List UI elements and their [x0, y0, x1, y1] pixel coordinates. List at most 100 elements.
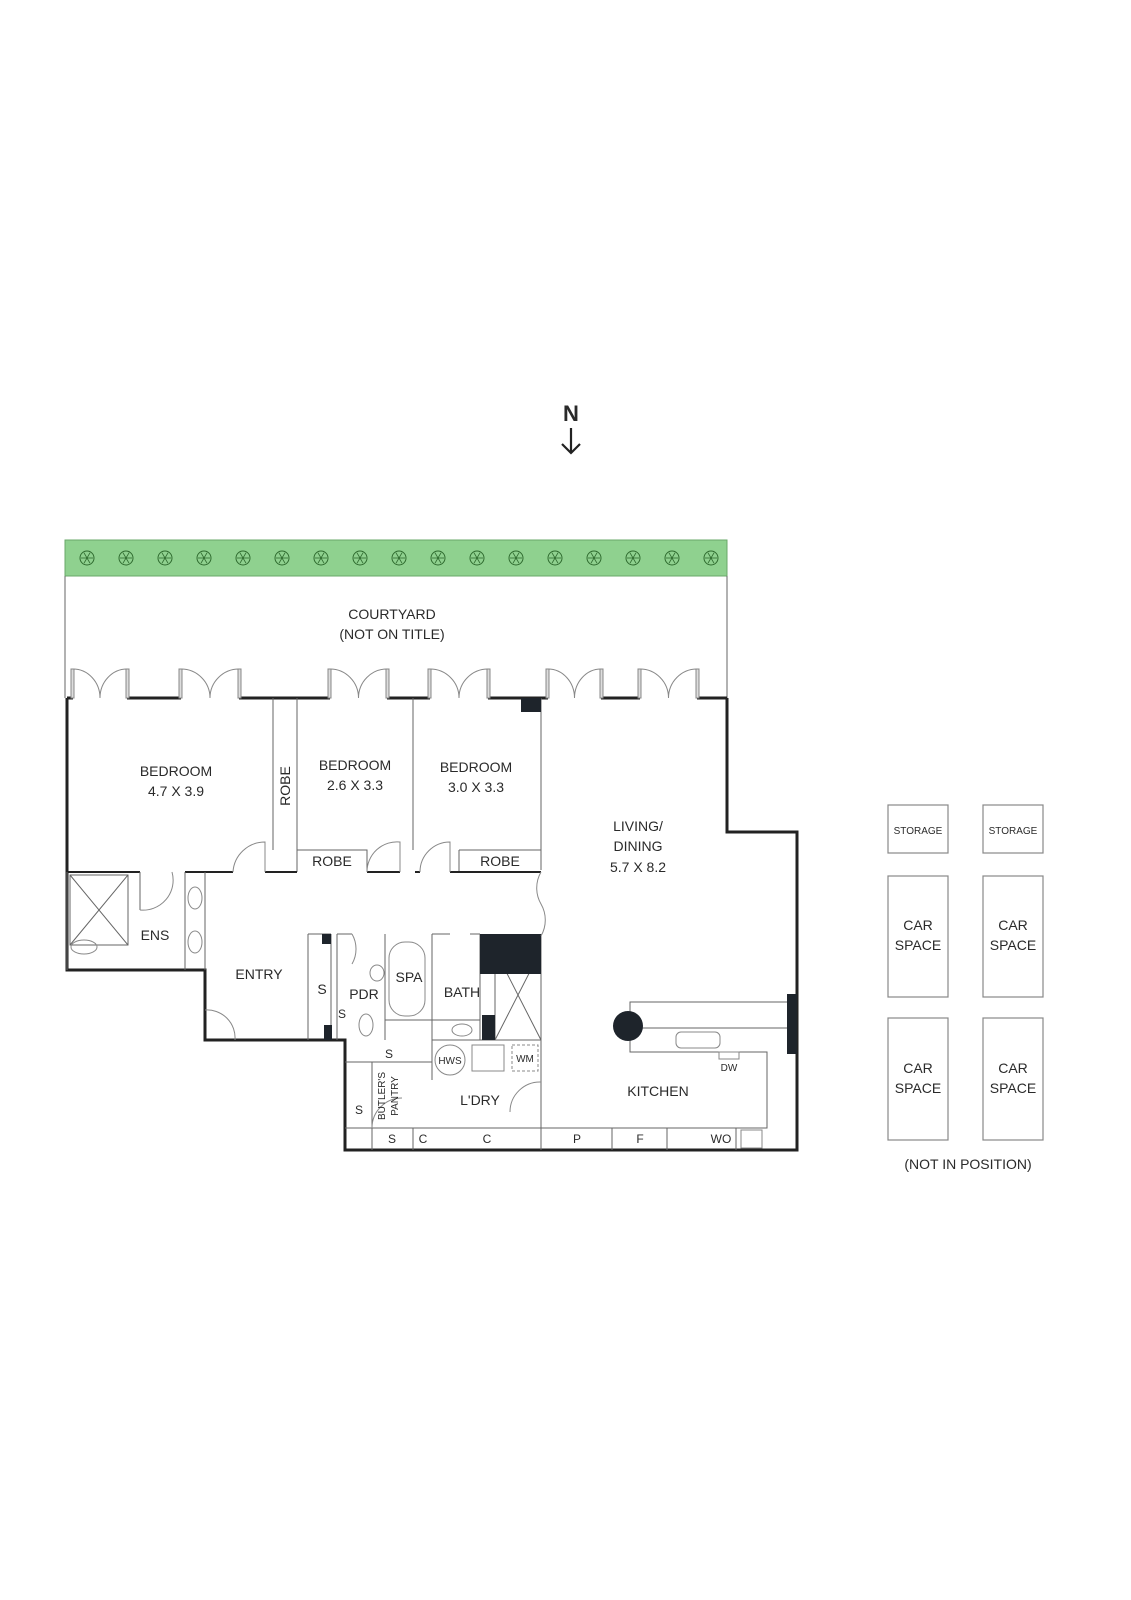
living-dims: 5.7 X 8.2: [610, 859, 666, 875]
living-label: LIVING/: [613, 818, 663, 834]
pdr-label: PDR: [349, 986, 379, 1002]
kitchen-label: KITCHEN: [627, 1083, 688, 1099]
storage-s1-label: S: [317, 981, 326, 997]
sink-icon: [471, 1044, 505, 1072]
tree-icon: [625, 550, 641, 566]
car-space-label: SPACE: [895, 1080, 941, 1096]
entry-label: ENTRY: [235, 966, 283, 982]
storage-top-label: S: [385, 1047, 393, 1061]
dishwasher-icon: [718, 1051, 740, 1060]
cabinet-c-label: C: [419, 1132, 428, 1146]
french-door-icon: [547, 668, 602, 699]
car-space-label: SPACE: [895, 937, 941, 953]
north-letter: N: [563, 401, 579, 426]
tree-icon: [157, 550, 173, 566]
tree-icon: [274, 550, 290, 566]
spa-label: SPA: [396, 969, 424, 985]
storage-s2-label: S: [338, 1007, 346, 1021]
interior-walls: [66, 698, 797, 1150]
dw-label: DW: [721, 1063, 738, 1074]
robe2-label: ROBE: [312, 853, 352, 869]
room-labels: BEDROOM 4.7 X 3.9 BEDROOM 2.6 X 3.3 BEDR…: [140, 757, 738, 1146]
robe3-label: ROBE: [480, 853, 520, 869]
garden-strip: [64, 539, 728, 577]
laundry-label: L'DRY: [460, 1092, 500, 1108]
car-space: [982, 1017, 1044, 1141]
courtyard-boundary: [64, 576, 728, 698]
parking-note: (NOT IN POSITION): [904, 1156, 1031, 1172]
car-space-label: CAR: [903, 1060, 933, 1076]
tree-icon: [469, 550, 485, 566]
wm-label: WM: [516, 1054, 534, 1065]
pantry-label: PANTRY: [390, 1076, 401, 1116]
cooktop-icon: [740, 1129, 763, 1149]
tree-icons: [79, 550, 719, 566]
basin-icon: [451, 1023, 473, 1037]
structural-columns: [322, 698, 797, 1054]
storage-left-label: S: [355, 1103, 363, 1117]
north-compass: N: [561, 401, 581, 455]
hws-label: HWS: [438, 1056, 462, 1067]
car-space-label: SPACE: [990, 1080, 1036, 1096]
tree-icon: [703, 550, 719, 566]
tree-icon: [352, 550, 368, 566]
storage-box: [887, 804, 949, 854]
parking-area: STORAGE STORAGE CAR SPACE CAR SPACE CAR …: [887, 804, 1044, 1172]
north-arrow-icon: [561, 428, 581, 455]
pantry-p-label: P: [573, 1132, 581, 1146]
bedroom1-label: BEDROOM: [140, 763, 212, 779]
bedroom3-label: BEDROOM: [440, 759, 512, 775]
tree-icon: [118, 550, 134, 566]
car-space-label: CAR: [903, 917, 933, 933]
cabinet-s-label: S: [388, 1132, 396, 1146]
car-space: [887, 875, 949, 998]
tree-icon: [235, 550, 251, 566]
fixtures: [70, 886, 763, 1149]
basin-icon: [369, 964, 385, 982]
spa-bath-icon: [388, 941, 426, 1017]
tree-icon: [196, 550, 212, 566]
dining-label: DINING: [614, 838, 663, 854]
robe-label: ROBE: [277, 766, 293, 806]
bedroom2-label: BEDROOM: [319, 757, 391, 773]
courtyard-note: (NOT ON TITLE): [339, 626, 444, 642]
interior-doors: [139, 841, 546, 1129]
toilet-icon: [70, 939, 98, 955]
french-door-icon: [72, 668, 128, 699]
car-space: [887, 1017, 949, 1141]
basin-icon: [187, 886, 203, 910]
basin-icon: [187, 930, 203, 954]
tree-icon: [430, 550, 446, 566]
storage-label: STORAGE: [989, 826, 1038, 837]
courtyard-label: COURTYARD: [348, 606, 435, 622]
bath-label: BATH: [444, 984, 480, 1000]
tree-icon: [508, 550, 524, 566]
tree-icon: [79, 550, 95, 566]
tree-icon: [391, 550, 407, 566]
tree-icon: [664, 550, 680, 566]
toilet-icon: [358, 1013, 374, 1037]
car-space-label: CAR: [998, 917, 1028, 933]
car-space: [982, 875, 1044, 998]
french-door-icon: [429, 668, 489, 699]
butlers-label: BUTLER'S: [377, 1072, 388, 1120]
french-door-icon: [180, 668, 240, 699]
tree-icon: [586, 550, 602, 566]
bedroom2-dims: 2.6 X 3.3: [327, 777, 383, 793]
french-door-icon: [639, 668, 698, 699]
car-space-label: SPACE: [990, 937, 1036, 953]
fridge-f-label: F: [636, 1132, 643, 1146]
french-door-icon: [329, 668, 388, 699]
bedroom1-dims: 4.7 X 3.9: [148, 783, 204, 799]
cabinet-c2-label: C: [483, 1132, 492, 1146]
washing-machine-icon: [511, 1044, 539, 1072]
car-space-label: CAR: [998, 1060, 1028, 1076]
hot-water-icon: [434, 1044, 466, 1076]
tree-icon: [313, 550, 329, 566]
bedroom3-dims: 3.0 X 3.3: [448, 779, 504, 795]
wall-oven-label: WO: [711, 1132, 732, 1146]
ensuite-label: ENS: [141, 927, 170, 943]
exterior-walls: [65, 696, 799, 1152]
storage-label: STORAGE: [894, 826, 943, 837]
